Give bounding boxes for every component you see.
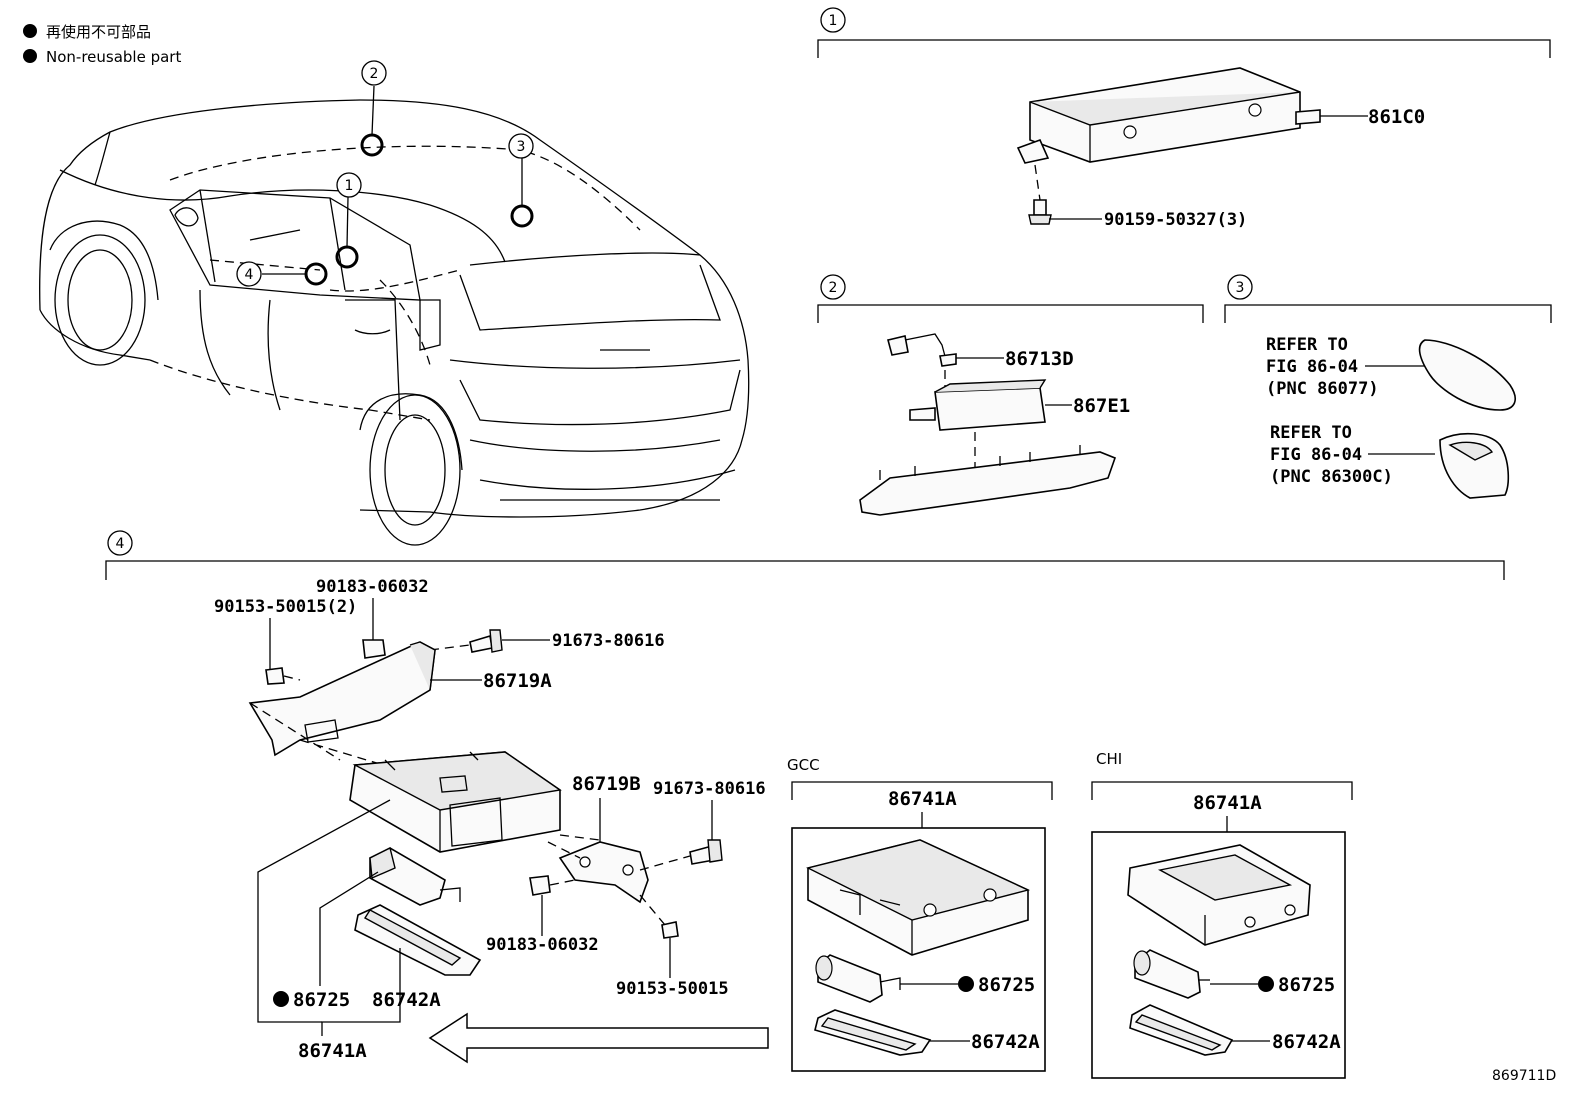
figure-id: 869711D <box>1492 1068 1556 1084</box>
legend-text-en: Non-reusable part <box>46 48 181 66</box>
refer-1-line2: FIG 86-04 <box>1266 357 1358 377</box>
filled-circle-icon <box>23 49 37 63</box>
car-callout-3: 3 <box>517 139 526 155</box>
part-label-90159-50327: 90159-50327(3) <box>1104 210 1247 230</box>
part-label-90153-50015: 90153-50015 <box>616 979 729 999</box>
part-label-86725: 86725 <box>293 989 350 1011</box>
refer-2-line1: REFER TO <box>1270 423 1352 443</box>
car-callout-2: 2 <box>370 66 379 82</box>
section-1-number: 1 <box>829 13 838 29</box>
gcc-holder-label: 86742A <box>971 1031 1040 1053</box>
gcc-variant: GCC 86741A 86725 86742A <box>787 756 1053 1072</box>
section-3-number: 3 <box>1236 280 1245 296</box>
chi-variant-box <box>1091 831 1346 1079</box>
chi-variant: CHI 86741A 86725 86742A <box>1091 750 1353 1079</box>
chi-non-reusable-dot <box>1258 976 1274 992</box>
car-callout-4: 4 <box>245 267 254 283</box>
part-label-86742A: 86742A <box>372 989 441 1011</box>
part-label-86719B: 86719B <box>572 773 641 795</box>
section-2-number: 2 <box>829 280 838 296</box>
location-marker-3 <box>510 204 534 228</box>
refer-2-line2: FIG 86-04 <box>1270 445 1362 465</box>
arrow-left-icon <box>428 1012 769 1064</box>
part-label-90183-06032-bottom: 90183-06032 <box>486 935 599 955</box>
chi-battery-label: 86725 <box>1278 974 1335 996</box>
chi-assembly-label: 86741A <box>1193 792 1262 814</box>
location-marker-2 <box>360 133 384 157</box>
section-4-number: 4 <box>116 536 125 552</box>
part-label-867E1: 867E1 <box>1073 395 1130 417</box>
gcc-region-label: GCC <box>787 756 820 774</box>
section-2: 2 86713D 867E1 <box>817 274 1204 516</box>
section-1: 1 861C0 90159-50327(3) <box>817 7 1551 230</box>
gcc-non-reusable-dot <box>958 976 974 992</box>
legend: 再使用不可部品 Non-reusable part <box>23 23 181 66</box>
location-marker-4 <box>304 262 328 286</box>
part-label-861C0: 861C0 <box>1368 106 1425 128</box>
part-label-90153-50015-2: 90153-50015(2) <box>214 597 357 617</box>
refer-1-line1: REFER TO <box>1266 335 1348 355</box>
refer-2-line3: (PNC 86300C) <box>1270 467 1393 487</box>
car-callout-1: 1 <box>345 178 354 194</box>
part-label-86719A: 86719A <box>483 670 552 692</box>
legend-text-ja: 再使用不可部品 <box>46 23 151 41</box>
chi-holder-label: 86742A <box>1272 1031 1341 1053</box>
part-label-86741A: 86741A <box>298 1040 367 1062</box>
part-label-90183-06032-top: 90183-06032 <box>316 577 429 597</box>
vehicle-overview: 2 3 1 4 <box>39 60 750 546</box>
section-4: 4 90183-06032 90153-50015(2) 91673-80616… <box>105 530 1505 1064</box>
gcc-assembly-label: 86741A <box>888 788 957 810</box>
section-3: 3 REFER TO FIG 86-04 (PNC 86077) REFER T… <box>1224 274 1552 499</box>
filled-circle-icon <box>23 24 37 38</box>
refer-1-line3: (PNC 86077) <box>1266 379 1379 399</box>
chi-region-label: CHI <box>1096 750 1122 768</box>
part-label-86713D: 86713D <box>1005 348 1074 370</box>
non-reusable-dot-86725 <box>273 991 289 1007</box>
gcc-variant-box <box>791 827 1046 1072</box>
part-label-91673-80616-right: 91673-80616 <box>653 779 766 799</box>
gcc-battery-label: 86725 <box>978 974 1035 996</box>
part-label-91673-80616-top: 91673-80616 <box>552 631 665 651</box>
